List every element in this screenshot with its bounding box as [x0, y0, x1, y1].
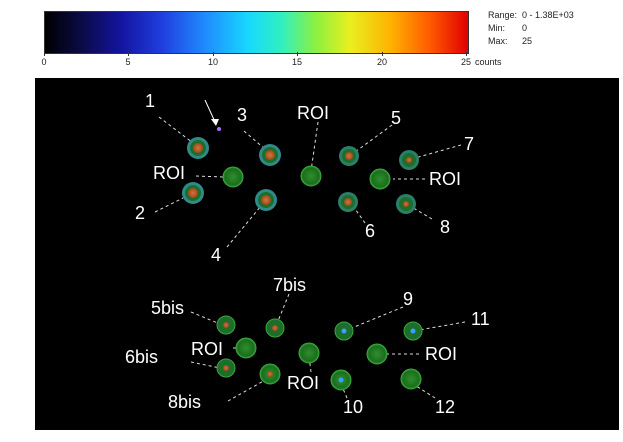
label-11: 11 [471, 309, 490, 329]
colorbar-tick-label: 0 [41, 57, 47, 67]
sample-spot-4 [255, 189, 277, 211]
label-roi-center: ROI [297, 103, 329, 123]
colorbar-tick-label: 20 [376, 57, 388, 67]
leader-line-5 [354, 124, 393, 153]
colorbar-tick [382, 52, 383, 56]
leader-line-12 [412, 383, 436, 399]
arrow-icon [204, 99, 221, 131]
label-8bis: 8bis [168, 392, 201, 412]
label-roi-left-bottom: ROI [191, 339, 223, 359]
colorbar-gradient [44, 11, 469, 54]
label-6: 6 [365, 221, 375, 241]
label-8: 8 [440, 217, 450, 237]
colorbar-tick-label: 25 [460, 57, 472, 67]
leader-line-3 [243, 130, 267, 151]
leader-line-2 [154, 197, 184, 213]
sample-spot-3 [259, 144, 281, 166]
sample-spot-11 [403, 321, 423, 341]
min-value: 0 [522, 23, 528, 33]
colorbar-panel: 0 5 10 15 20 25 counts Range: 0 - 1.38E+0… [36, 5, 619, 69]
sample-spot-10 [338, 377, 344, 383]
range-label: Range: [488, 10, 518, 20]
label-3: 3 [237, 105, 247, 125]
leader-line-7 [414, 144, 462, 159]
sample-spots [182, 137, 423, 383]
label-1: 1 [145, 91, 155, 111]
max-label: Max: [488, 36, 508, 46]
colorbar-tick [297, 52, 298, 56]
sample-spot-9 [334, 321, 354, 341]
roi-circle [300, 165, 322, 187]
sample-spot-8bis [267, 371, 273, 377]
leader-line-11 [418, 321, 466, 331]
colorbar-tick-label: 15 [291, 57, 303, 67]
roi-circle [366, 343, 388, 365]
roi-circle [298, 342, 320, 364]
labels: 1 3 ROI 5 7 ROI ROI 2 4 6 8 7bis 5bis 9 … [125, 91, 490, 417]
label-7: 7 [464, 134, 474, 154]
min-label: Min: [488, 23, 506, 33]
roi-circle [235, 337, 257, 359]
colorbar-tick-label: 5 [125, 57, 131, 67]
colorbar-tick [213, 52, 214, 56]
max-value: 25 [522, 36, 533, 46]
leader-line-roi-left [195, 175, 224, 178]
label-roi-right-bottom: ROI [425, 344, 457, 364]
sample-spot-6 [338, 192, 358, 212]
roi-circles [222, 165, 422, 391]
leader-line-4 [226, 205, 262, 248]
colorbar-tick-label: 10 [207, 57, 219, 67]
leader-line-9 [346, 306, 404, 331]
label-2: 2 [135, 203, 145, 223]
roi-circle [222, 166, 244, 188]
leader-line-6bis [190, 361, 221, 369]
leader-line-8bis [227, 378, 268, 402]
leader-line-5bis [190, 311, 221, 325]
label-12: 12 [435, 397, 455, 417]
label-roi-center-bottom: ROI [287, 373, 319, 393]
roi-circle [400, 368, 422, 390]
colorbar-tick [466, 52, 467, 56]
label-10: 10 [343, 397, 363, 417]
scan-image[interactable]: 1 3 ROI 5 7 ROI ROI 2 4 6 8 7bis 5bis 9 … [35, 78, 619, 430]
sample-spot-8 [396, 194, 416, 214]
colorbar-units: counts [475, 57, 502, 67]
roi-circle [369, 168, 391, 190]
leader-lines [154, 116, 466, 402]
label-7bis: 7bis [273, 275, 306, 295]
label-roi-left: ROI [153, 163, 185, 183]
sample-spot-5 [339, 146, 359, 166]
sample-spot-6bis [216, 358, 236, 378]
scan-overlay: 1 3 ROI 5 7 ROI ROI 2 4 6 8 7bis 5bis 9 … [125, 91, 490, 417]
label-6bis: 6bis [125, 347, 158, 367]
sample-spot-7bis [265, 318, 285, 338]
range-info: Range: 0 - 1.38E+03 Min: 0 Max: 25 [488, 9, 574, 48]
leader-line-8 [409, 205, 433, 220]
label-5bis: 5bis [151, 298, 184, 318]
label-9: 9 [403, 289, 413, 309]
sample-spot-1 [187, 137, 209, 159]
sample-spot-2 [182, 182, 204, 204]
label-5: 5 [391, 108, 401, 128]
sample-spot-7 [399, 150, 419, 170]
sample-spot-5bis [216, 315, 236, 335]
label-4: 4 [211, 245, 221, 265]
leader-line-roi-center [310, 121, 319, 172]
colorbar-tick [44, 52, 45, 56]
colorbar-tick [128, 52, 129, 56]
range-value: 0 - 1.38E+03 [522, 10, 574, 20]
leader-line-1 [158, 116, 198, 147]
label-roi-right: ROI [429, 169, 461, 189]
